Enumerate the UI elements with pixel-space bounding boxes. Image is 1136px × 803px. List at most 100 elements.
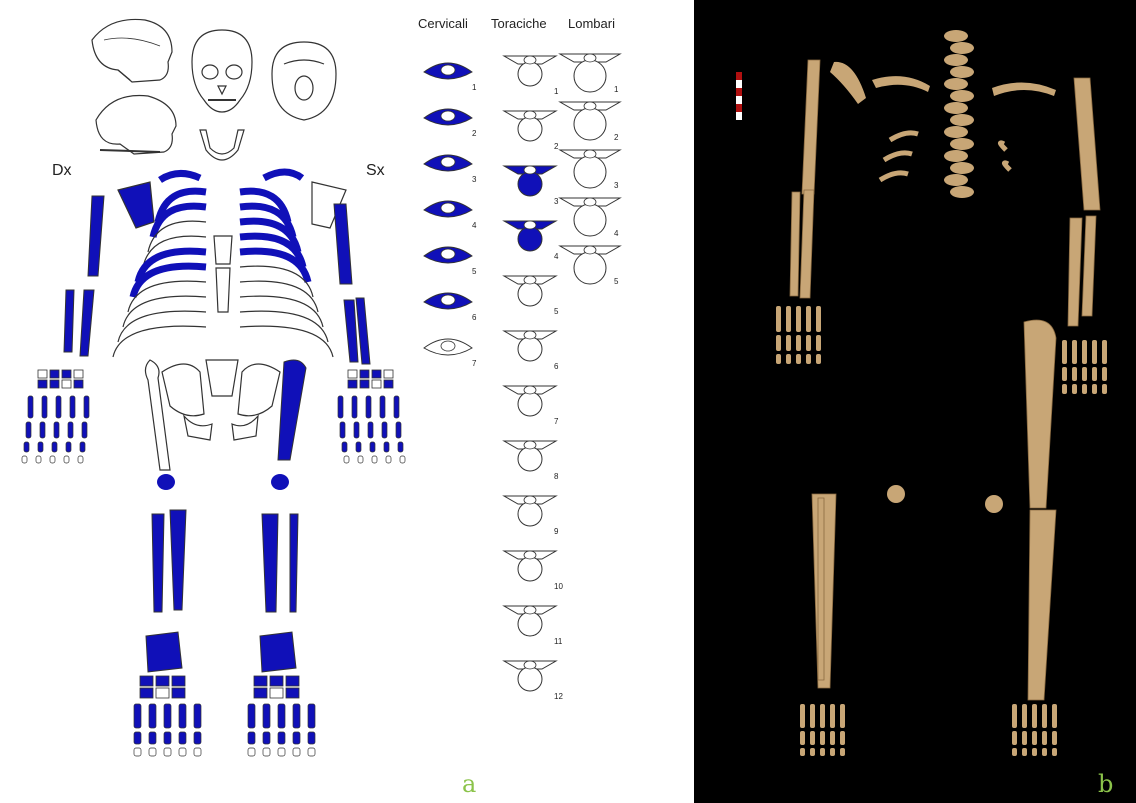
skull-basal: [272, 42, 336, 120]
phalanx: [338, 396, 343, 418]
carpal: [384, 370, 393, 378]
vertebra-number: 10: [554, 582, 563, 591]
vertebra-number: 3: [614, 181, 619, 190]
right-radius: [64, 290, 74, 352]
vertebral-foramen: [524, 221, 536, 229]
photo-foot-phalanx: [830, 748, 835, 756]
tarsal: [254, 688, 267, 698]
photo-vertebra: [944, 102, 968, 114]
photo-vertebra: [950, 138, 974, 150]
phalanx: [356, 442, 361, 452]
foot-phalanx: [149, 748, 156, 756]
photo-vertebra: [944, 30, 968, 42]
foot-phalanx: [134, 732, 141, 744]
phalanx: [68, 422, 73, 438]
phalanx: [64, 456, 69, 463]
carpal: [348, 370, 357, 378]
phalanx: [54, 422, 59, 438]
photo-foot-phalanx: [1022, 748, 1027, 756]
foot-phalanx: [194, 732, 201, 744]
phalanx: [342, 442, 347, 452]
left-patella: [271, 474, 289, 490]
photo-hand-phalanx: [806, 354, 811, 364]
vertebra-number: 4: [554, 252, 559, 261]
vertebral-foramen: [524, 496, 536, 504]
photo-rib: [884, 153, 912, 160]
photo-foot-phalanx: [820, 704, 825, 728]
photo-vertebra: [944, 126, 968, 138]
tarsal: [172, 676, 185, 686]
photo-vertebra: [950, 162, 974, 174]
carpal: [360, 370, 369, 378]
vertebra-number: 7: [554, 417, 559, 426]
panel-letter-b: b: [1098, 770, 1113, 798]
photo-foot-phalanx: [820, 748, 825, 756]
right-ulna: [800, 190, 814, 298]
phalanx: [40, 422, 45, 438]
vertebral-body: [518, 502, 542, 526]
photo-foot-phalanx: [1012, 731, 1017, 745]
phalanx: [354, 422, 359, 438]
vertebral-body: [518, 172, 542, 196]
photo-foot-phalanx: [810, 748, 815, 756]
foot-phalanx: [134, 704, 141, 728]
carpal: [50, 380, 59, 388]
photo-vertebra: [950, 90, 974, 102]
right-clavicle: [872, 76, 930, 92]
carpal: [384, 380, 393, 388]
vertebral-body: [518, 117, 542, 141]
vertebral-body: [574, 252, 606, 284]
foot-phalanx: [194, 704, 201, 728]
sternum: [214, 236, 232, 312]
photo-rib: [1000, 143, 1006, 150]
left-ilium: [238, 364, 280, 416]
right-patella: [887, 485, 905, 503]
phalanx: [78, 456, 83, 463]
photo-hand-phalanx: [1082, 384, 1087, 394]
right-radius: [790, 192, 800, 296]
phalanx: [56, 396, 61, 418]
phalanx: [344, 456, 349, 463]
photo-foot-phalanx: [1052, 748, 1057, 756]
photo-hand-phalanx: [796, 306, 801, 332]
photo-foot-phalanx: [1032, 748, 1037, 756]
photo-hand-phalanx: [806, 335, 811, 351]
phalanx: [370, 442, 375, 452]
photo-vertebra: [950, 66, 974, 78]
left-humerus: [1074, 78, 1100, 210]
foot-phalanx: [179, 704, 186, 728]
vertebral-foramen: [441, 65, 455, 75]
phalanx: [38, 442, 43, 452]
photo-foot-phalanx: [800, 704, 805, 728]
phalanx: [372, 456, 377, 463]
panel-letter-a: a: [462, 770, 476, 798]
phalanx: [400, 456, 405, 463]
foot-phalanx: [263, 748, 270, 756]
carpal: [372, 370, 381, 378]
phalanx: [84, 396, 89, 418]
photo-foot-phalanx: [1042, 731, 1047, 745]
photo-hand-phalanx: [1082, 340, 1087, 364]
left-femur: [278, 360, 306, 460]
photo-foot-phalanx: [1012, 748, 1017, 756]
tarsal: [270, 676, 283, 686]
photo-vertebra: [944, 78, 968, 90]
foot-phalanx: [179, 732, 186, 744]
photo-rib: [880, 173, 908, 180]
phalanx: [28, 396, 33, 418]
photo-hand-phalanx: [816, 306, 821, 332]
photo-vertebra: [944, 54, 968, 66]
photo-hand-phalanx: [796, 335, 801, 351]
skull-lateral-bottom: [96, 96, 176, 155]
photo-foot-phalanx: [840, 731, 845, 745]
foot-phalanx: [248, 748, 255, 756]
vertebral-foramen: [441, 203, 455, 213]
foot-phalanx: [164, 748, 171, 756]
right-clavicle: [160, 173, 200, 180]
foot-phalanx: [263, 704, 270, 728]
vertebra-number: 9: [554, 527, 559, 536]
tarsal: [172, 688, 185, 698]
photo-hand-phalanx: [1062, 340, 1067, 364]
foot-phalanx: [248, 704, 255, 728]
phalanx: [382, 422, 387, 438]
